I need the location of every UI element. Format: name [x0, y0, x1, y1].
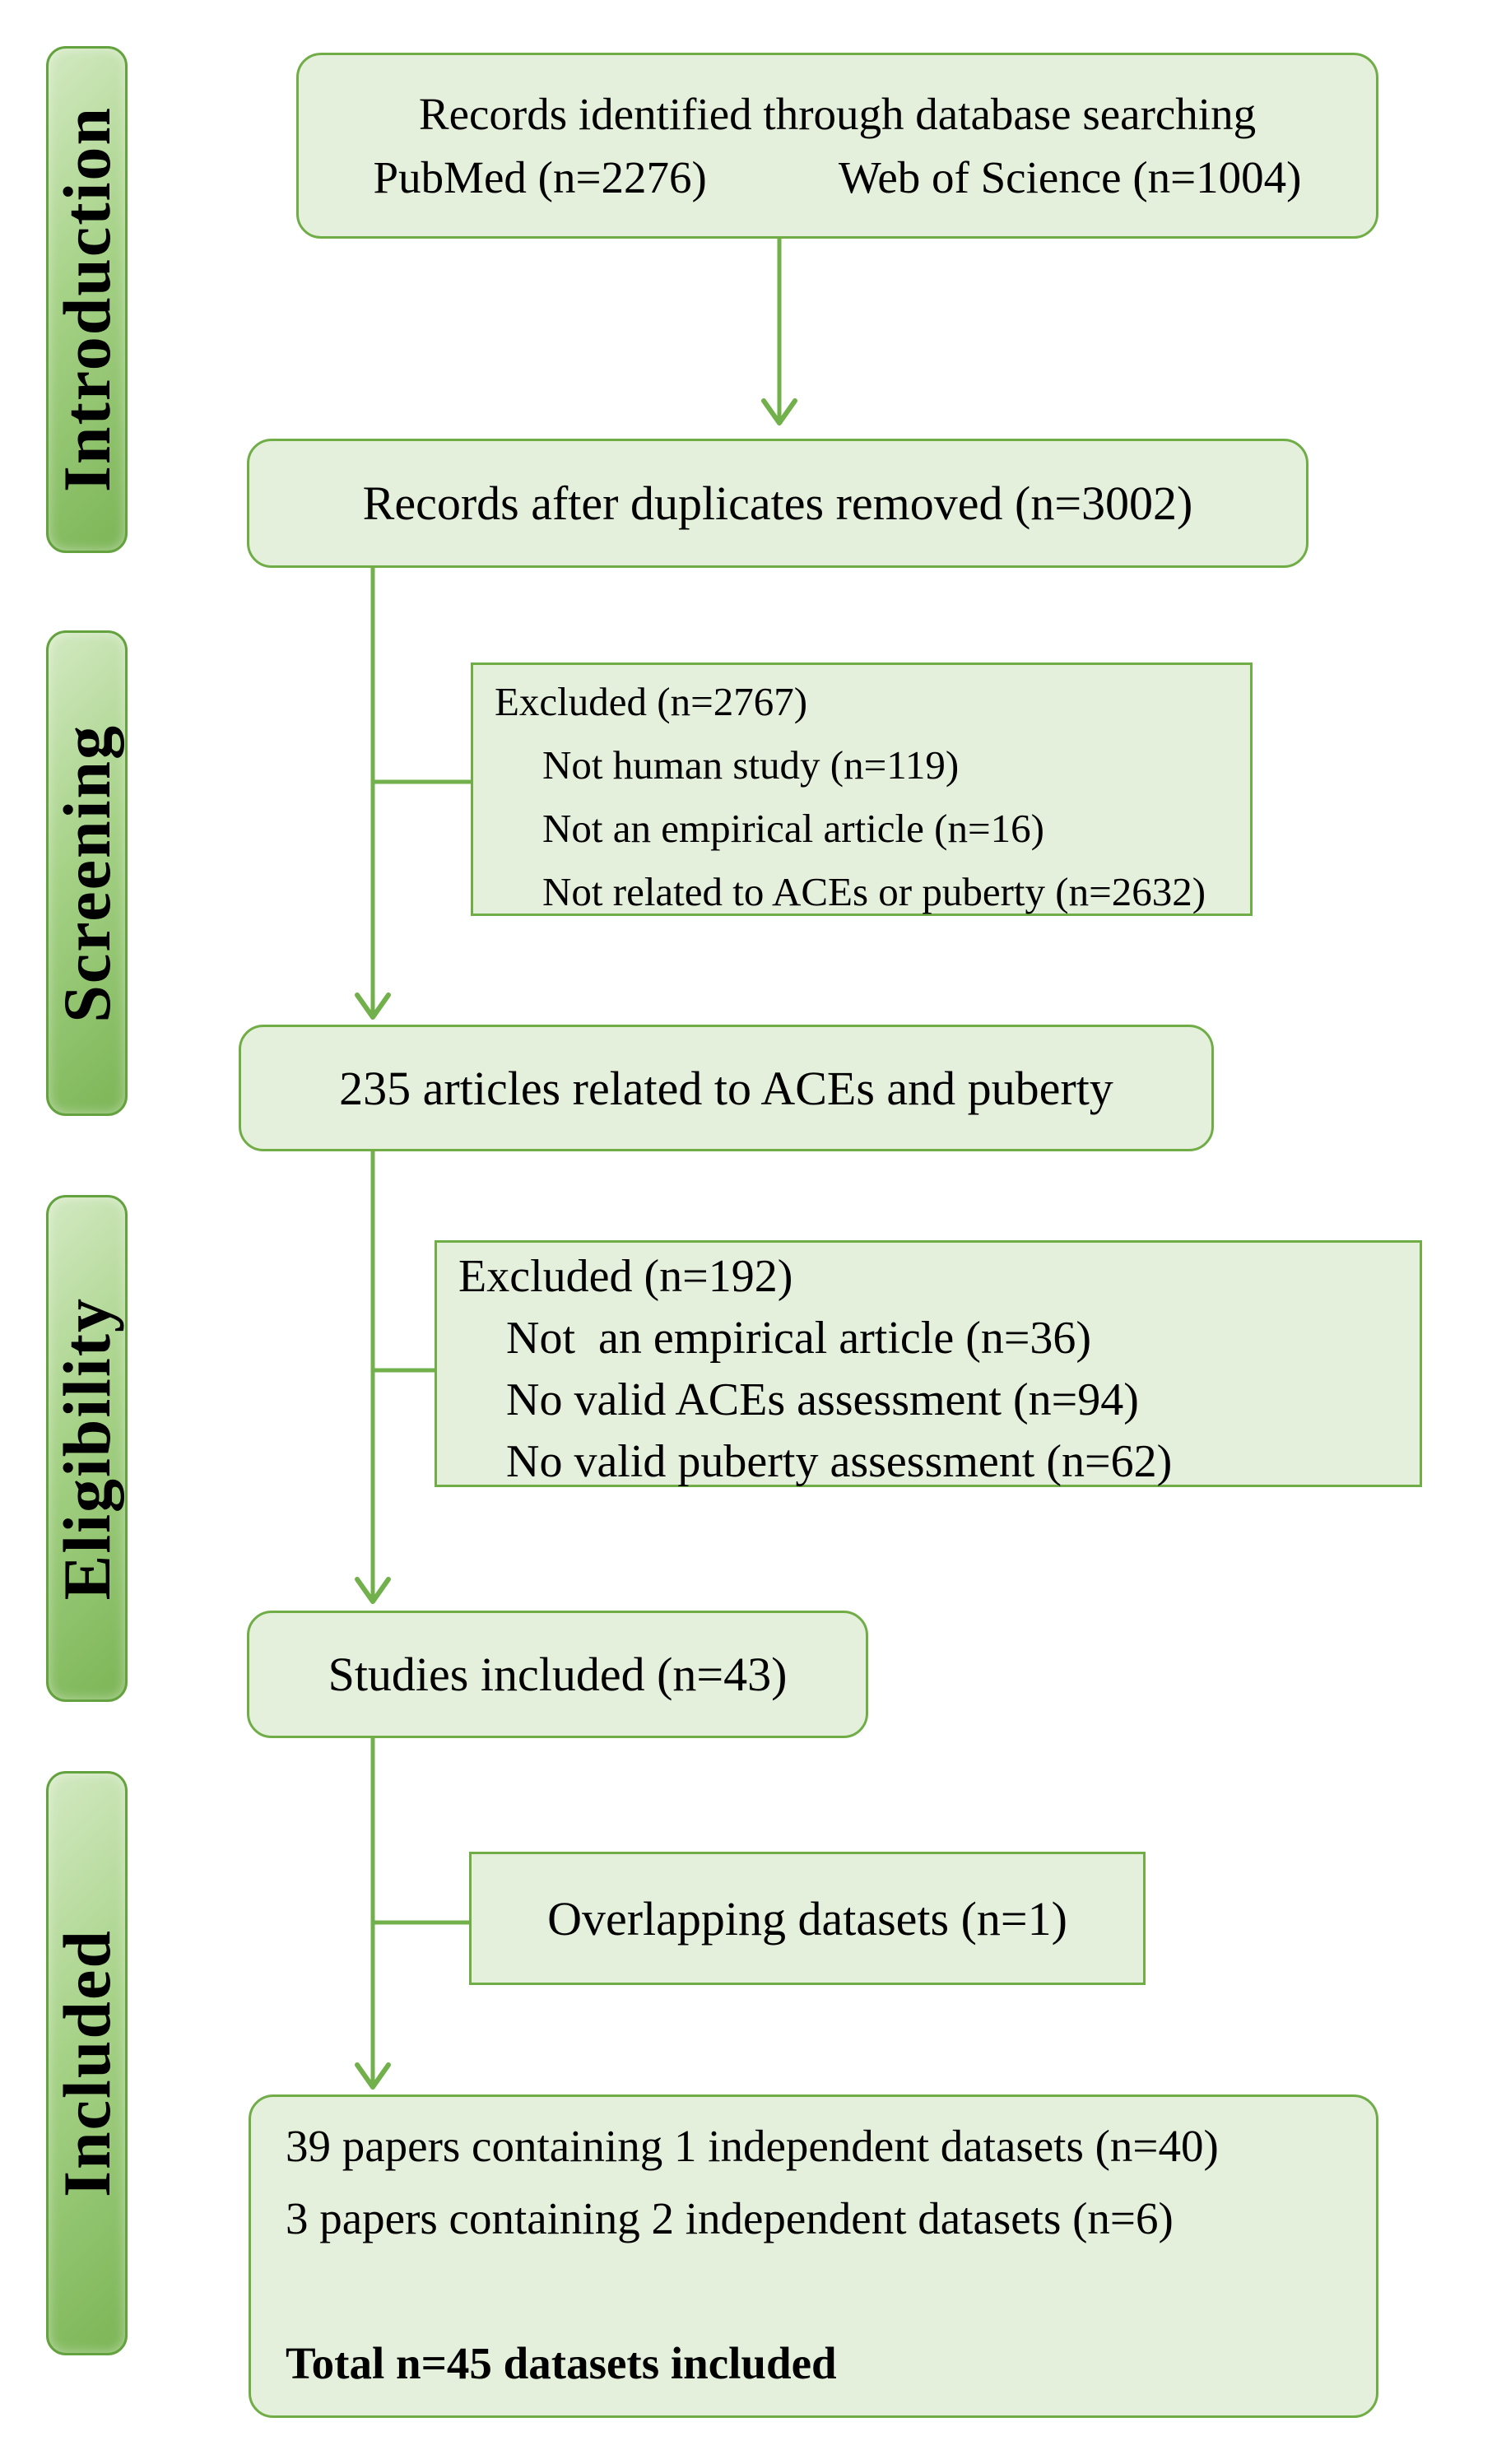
final-line-1: 39 papers containing 1 independent datas…	[286, 2121, 1219, 2171]
excluded-screening-item: Not related to ACEs or puberty (n=2632)	[542, 869, 1206, 914]
stage-bar-eligibility: Eligibility	[46, 1195, 128, 1702]
excluded-screening-title: Excluded (n=2767)	[495, 679, 808, 724]
final-total-text: Total n=45 datasets included	[286, 2338, 837, 2388]
duplicates-removed-text: Records after duplicates removed (n=3002…	[362, 477, 1193, 530]
excluded-eligibility-title: Excluded (n=192)	[458, 1251, 793, 1302]
excluded-screening-item: Not human study (n=119)	[542, 742, 960, 788]
stage-label-screening: Screening	[49, 723, 124, 1023]
database-counts-row: PubMed (n=2276) Web of Science (n=1004)	[374, 151, 1302, 203]
excluded-eligibility-item: Not an empirical article (n=36)	[506, 1313, 1092, 1364]
connector-studies-to-final	[355, 1738, 391, 2090]
overlapping-datasets-text: Overlapping datasets (n=1)	[547, 1891, 1067, 1946]
pubmed-count: PubMed (n=2276)	[373, 152, 707, 202]
final-line-2: 3 papers containing 2 independent datase…	[286, 2193, 1174, 2243]
excluded-eligibility-item: No valid ACEs assessment (n=94)	[506, 1374, 1139, 1425]
articles-related-text: 235 articles related to ACEs and puberty	[339, 1061, 1113, 1115]
studies-included-text: Studies included (n=43)	[328, 1648, 788, 1701]
box-final-datasets: 39 papers containing 1 independent datas…	[249, 2094, 1378, 2418]
stage-label-included: Included	[49, 1929, 124, 2197]
excluded-eligibility-item: No valid puberty assessment (n=62)	[506, 1436, 1173, 1487]
stage-label-introduction: Introduction	[49, 106, 124, 493]
box-studies-included: Studies included (n=43)	[247, 1611, 868, 1738]
connector-duplicates-to-articles	[355, 568, 391, 1020]
excluded-screening-item: Not an empirical article (n=16)	[542, 806, 1044, 851]
stage-bar-introduction: Introduction	[46, 46, 128, 553]
box-duplicates-removed: Records after duplicates removed (n=3002…	[247, 439, 1308, 568]
web-of-science-count: Web of Science (n=1004)	[838, 152, 1302, 202]
box-articles-related: 235 articles related to ACEs and puberty	[239, 1025, 1214, 1151]
box-excluded-eligibility: Excluded (n=192) Not an empirical articl…	[435, 1240, 1422, 1487]
box-excluded-screening: Excluded (n=2767) Not human study (n=119…	[471, 662, 1253, 916]
box-overlapping-datasets: Overlapping datasets (n=1)	[469, 1852, 1146, 1985]
arrow-identification-to-duplicates	[761, 239, 797, 425]
connector-articles-to-studies	[355, 1151, 391, 1604]
stage-bar-included: Included	[46, 1771, 128, 2355]
stage-label-eligibility: Eligibility	[49, 1296, 124, 1601]
final-blank-line	[286, 2255, 1369, 2327]
stage-bar-screening: Screening	[46, 630, 128, 1116]
box-records-identified: Records identified through database sear…	[296, 53, 1378, 239]
records-identified-text: Records identified through database sear…	[418, 89, 1257, 139]
